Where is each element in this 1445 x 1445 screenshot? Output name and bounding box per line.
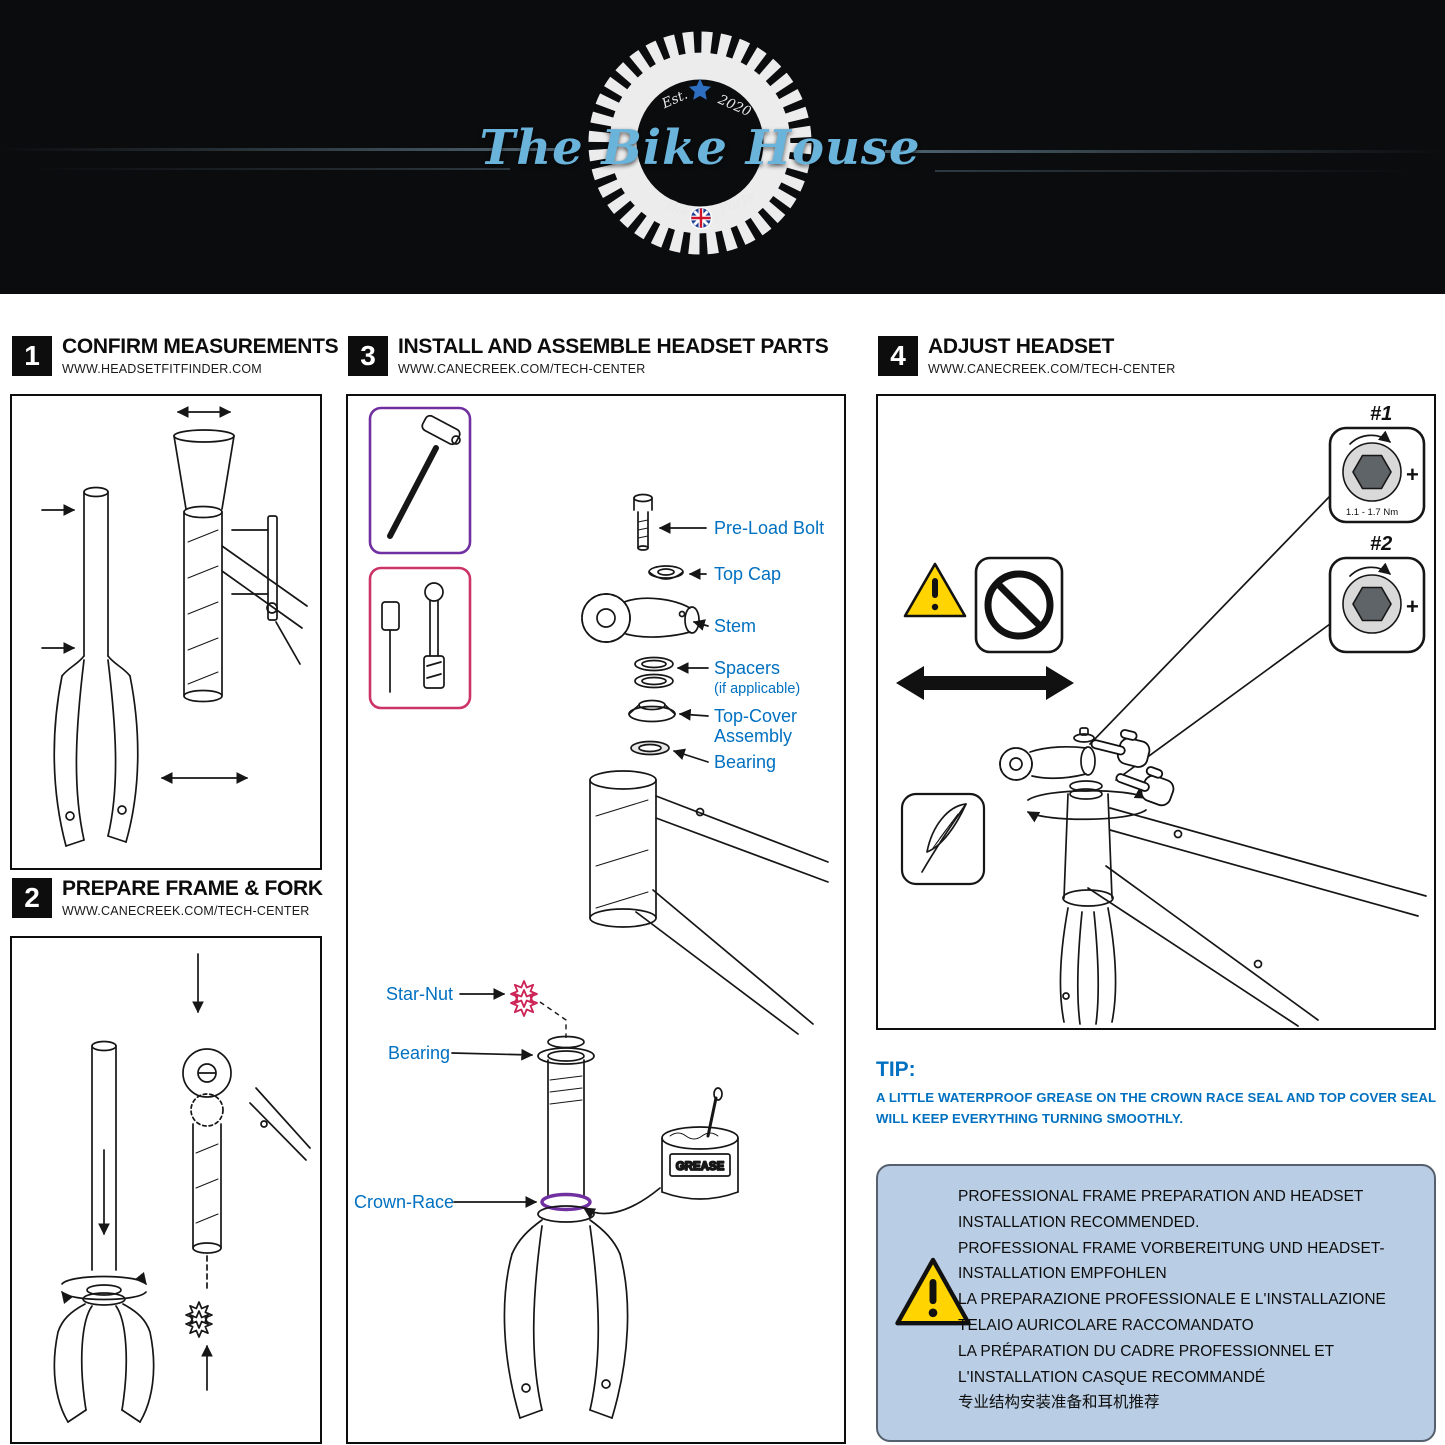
grease-label: GREASE [676,1161,725,1173]
step-1-number: 1 [12,336,52,376]
step-4-diagram-box: #1 + 1.1 - 1.7 Nm #2 + [876,394,1436,1030]
label-spacers: Spacers [714,658,780,678]
pointing-hand-icon [1090,729,1151,768]
hammer-tool-box [368,406,472,555]
hex-tool-icon-1: #1 + 1.1 - 1.7 Nm [1328,403,1426,524]
step-3-diagram-box: GREASE Pre-Load Bolt Top Cap Stem Spacer… [346,394,846,1444]
stem-drawing [581,593,700,643]
do-not-icon [974,556,1064,654]
headtube-caliper-drawing [160,406,308,784]
star-icon [688,78,712,100]
step-4-url: WWW.CANECREEK.COM/TECH-CENTER [928,362,1176,376]
feather-icon [900,792,986,886]
uk-flag-icon [689,206,713,230]
tool-1-torque: 1.1 - 1.7 Nm [1346,507,1398,518]
step-3-header: 3 INSTALL AND ASSEMBLE HEADSET PARTS WWW… [348,335,829,376]
decorative-streak [885,150,1445,153]
tip-heading: TIP: [876,1058,916,1081]
fork-crownrace-drawing [53,953,204,1423]
label-stem: Stem [714,616,756,636]
grease-can-icon: GREASE [582,1087,739,1219]
svg-text:+: + [1406,462,1419,487]
fork-steerer-drawing [503,1035,629,1419]
notice-line: L'INSTALLATION CASQUE RECOMMANDÉ [958,1368,1266,1386]
star-nut-drawing [510,980,567,1038]
top-cap-drawing [648,565,684,580]
notice-text: PROFESSIONAL FRAME PREPARATION AND HEADS… [958,1184,1386,1416]
bike-headset-drawing [999,727,1427,1027]
side-to-side-arrow-icon [896,666,1074,700]
part-labels: Pre-Load Bolt Top Cap Stem Spacers (if a… [354,518,824,1212]
label-preload-bolt: Pre-Load Bolt [714,518,824,538]
warning-triangle-icon [895,1257,971,1326]
fork-drawing [41,486,139,847]
step-1-diagram-box [10,394,322,870]
label-bearing-bottom: Bearing [388,1043,450,1063]
setter-tools-icon [381,582,445,693]
notice-line: 专业结构安装准备和耳机推荐 [958,1394,1160,1412]
notice-line: PROFESSIONAL FRAME VORBEREITUNG UND HEAD… [958,1239,1385,1257]
header-banner: Est. 2020 Bike Parts The Bike House [0,0,1445,294]
hex-tool-icon-2: #2 + [1328,533,1426,654]
decorative-streak [30,168,510,170]
label-top-cover: Top-Cover [714,706,797,726]
pointing-hand-icon [1115,766,1175,807]
step-2-title: PREPARE FRAME & FORK [62,877,323,900]
chainring-logo-icon: Est. 2020 Bike Parts [588,31,812,255]
label-top-cap: Top Cap [714,564,781,584]
notice-line: INSTALLATION EMPFOHLEN [958,1265,1167,1283]
step-2-header: 2 PREPARE FRAME & FORK WWW.CANECREEK.COM… [12,878,323,918]
adjust-headset-diagram: #1 + 1.1 - 1.7 Nm #2 + [896,403,1427,1027]
label-assembly: Assembly [714,726,792,746]
notice-line: INSTALLATION RECOMMENDED. [958,1213,1200,1231]
step-2-number: 2 [12,878,52,918]
svg-text:+: + [1406,594,1419,619]
starnut-tool-drawing [182,1048,311,1391]
decorative-streak [935,170,1415,172]
crown-race-ring [540,1192,592,1212]
upper-bearing-drawing [630,740,670,756]
notice-line: LA PRÉPARATION DU CADRE PROFESSIONNEL ET [958,1342,1335,1360]
step-2-url: WWW.CANECREEK.COM/TECH-CENTER [62,904,310,918]
step-3-number: 3 [348,336,388,376]
frame-headtube-drawing [589,770,829,1035]
step-2-diagram-box [10,936,322,1444]
label-crown-race: Crown-Race [354,1192,454,1212]
step-3-url: WWW.CANECREEK.COM/TECH-CENTER [398,362,646,376]
professional-installation-notice: PROFESSIONAL FRAME PREPARATION AND HEADS… [876,1164,1436,1442]
label-bearing-top: Bearing [714,752,776,772]
tool-1-label: #1 [1370,403,1392,425]
top-cover-drawing [628,699,676,723]
tip-line-2: WILL KEEP EVERYTHING TURNING SMOOTHLY. [876,1111,1184,1126]
step-4-header: 4 ADJUST HEADSET WWW.CANECREEK.COM/TECH-… [878,336,1175,376]
hammer-tool-icon [387,414,461,539]
notice-line: PROFESSIONAL FRAME PREPARATION AND HEADS… [958,1188,1364,1205]
notice-line: LA PREPARAZIONE PROFESSIONALE E L'INSTAL… [958,1291,1386,1309]
prepare-fork-diagram [53,953,311,1423]
step-1-url: WWW.HEADSETFITFINDER.COM [62,362,262,376]
label-star-nut: Star-Nut [386,984,453,1004]
label-spacers-note: (if applicable) [714,681,800,697]
exploded-headset-diagram: GREASE Pre-Load Bolt Top Cap Stem Spacer… [354,406,829,1419]
notice-line: TELAIO AURICOLARE RACCOMANDATO [958,1316,1254,1334]
step-4-number: 4 [878,336,918,376]
tip-section: TIP: A LITTLE WATERPROOF GREASE ON THE C… [876,1058,1438,1126]
brand-title: The Bike House [479,120,921,176]
step-1-title: CONFIRM MEASUREMENTS [62,335,339,358]
measure-fork-diagram [41,406,308,847]
spacers-drawing [634,656,674,689]
warning-triangle-icon [903,562,967,618]
setter-tool-box [368,566,472,710]
caliper-icon [231,515,301,665]
decorative-streak [0,148,560,151]
preload-bolt-drawing [633,493,653,551]
step-3-title: INSTALL AND ASSEMBLE HEADSET PARTS [398,335,829,358]
tip-line-1: A LITTLE WATERPROOF GREASE ON THE CROWN … [876,1090,1437,1105]
step-1-header: 1 CONFIRM MEASUREMENTS WWW.HEADSETFITFIN… [12,335,339,376]
tool-2-label: #2 [1370,533,1392,555]
step-4-title: ADJUST HEADSET [928,335,1114,358]
